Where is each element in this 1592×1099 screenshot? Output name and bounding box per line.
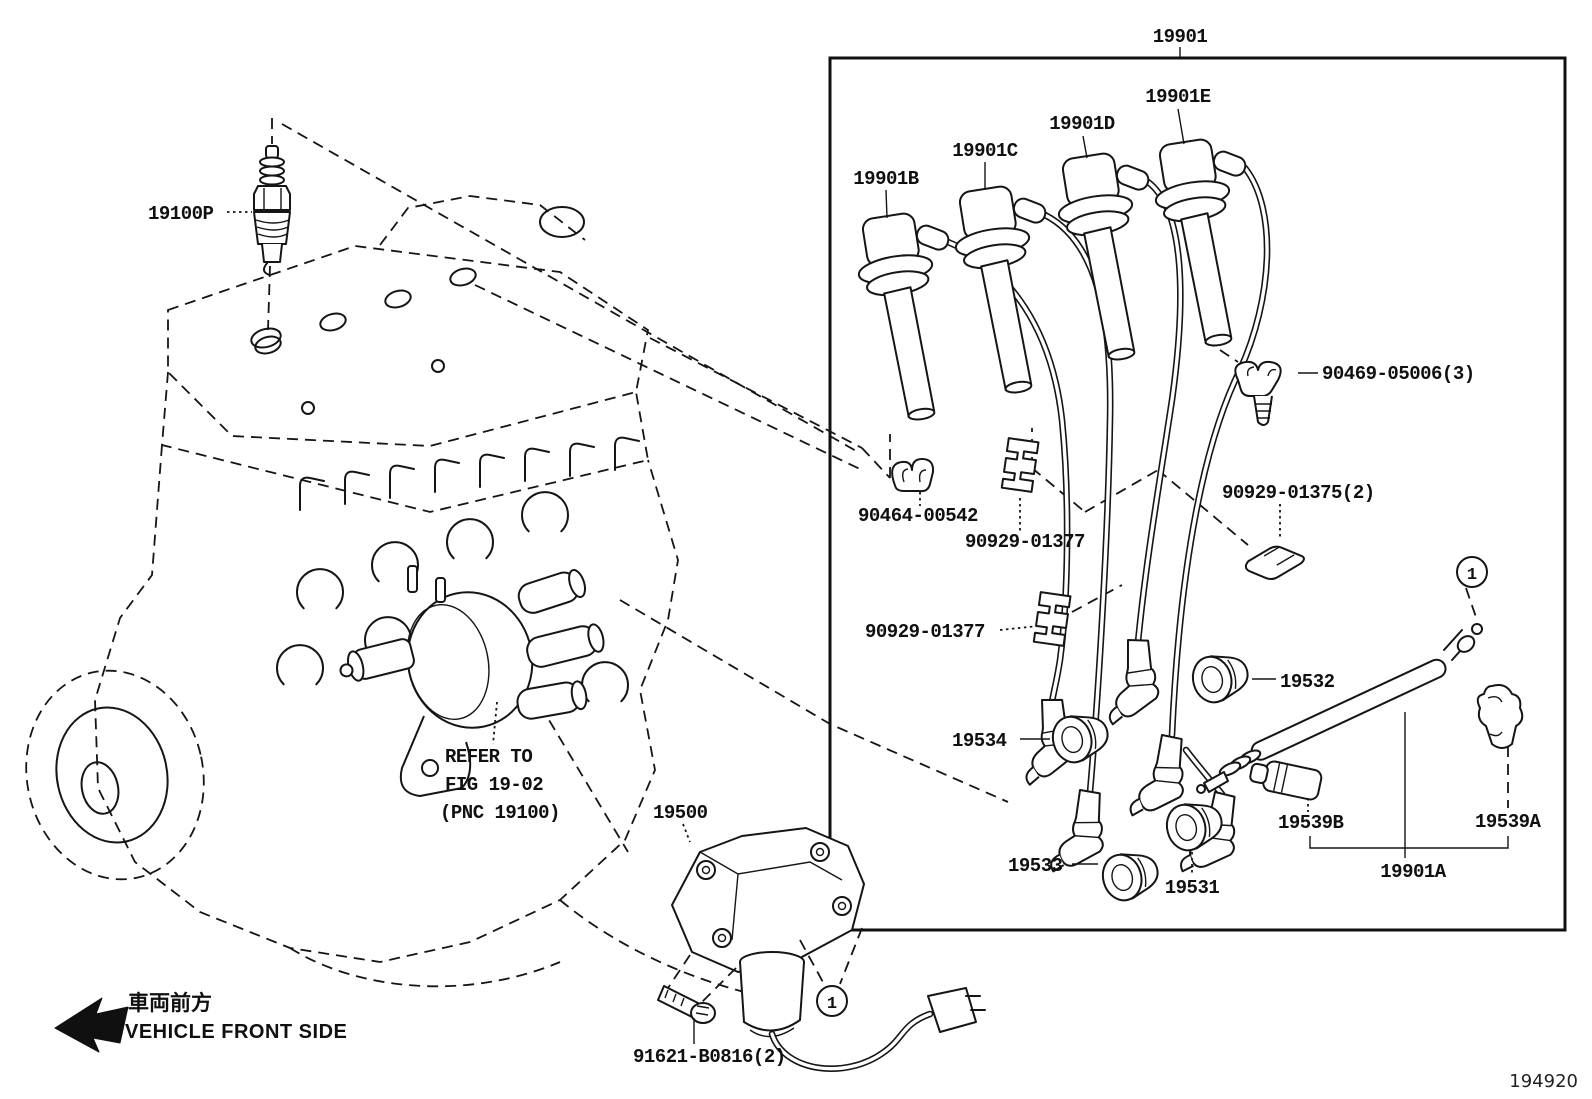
clamp-90929-01375 [1244,545,1305,581]
callout-90464-00542[interactable]: 90464-00542 [858,505,979,527]
bolt-91621 [657,985,716,1024]
marker-number: 1 [827,995,837,1014]
callout-19531[interactable]: 19531 [1165,877,1220,899]
callout-19901D[interactable]: 19901D [1049,113,1115,135]
clamp-19539A [1476,684,1524,749]
callout-19901[interactable]: 19901 [1153,26,1208,48]
plug-boot-19901C [946,178,1077,400]
grommet-19533 [1096,845,1164,906]
clamp-90929-01377-b [1032,591,1072,647]
leader-lines [227,47,1509,1044]
clamp-90929-01377-a [1000,437,1040,493]
front-direction-arrow [54,997,129,1053]
plug-boot-19901B [849,205,980,427]
callout-19901A[interactable]: 19901A [1380,861,1447,883]
callout-19534[interactable]: 19534 [952,730,1007,752]
distributor [339,565,605,797]
wire-set-boundary-box [828,56,1567,932]
spark-plug [250,118,291,349]
callout-19901E[interactable]: 19901E [1145,86,1211,108]
clamp-90464-00542 [891,458,935,493]
refer-note-line3: (PNC 19100) [440,802,560,824]
callout-19533[interactable]: 19533 [1008,855,1063,877]
callout-19539B[interactable]: 19539B [1278,812,1344,834]
engine-outline [25,195,781,1001]
sensor-19539B [1249,760,1323,801]
callout-19901B[interactable]: 19901B [853,168,919,190]
callout-19100P[interactable]: 19100P [148,203,214,225]
callout-90469-05006[interactable]: 90469-05006(3) [1322,363,1475,385]
refer-note-line2: FIG 19-02 [445,774,543,796]
drawing-number: 194920 [1509,1071,1578,1092]
clamp-90469-05006 [1234,360,1282,426]
refer-note-line1: REFER TO [445,746,532,768]
marker-number: 1 [1467,566,1477,585]
callout-19500[interactable]: 19500 [653,802,708,824]
elbow-boot [1103,637,1162,726]
circled-marker-1-top: 1 [1456,556,1488,621]
vehicle-front-label-jp: 車両前方 [128,991,212,1015]
callout-90929-01377-b[interactable]: 90929-01377 [865,621,986,643]
callout-90929-01375[interactable]: 90929-01375(2) [1222,482,1375,504]
coil-cable [1196,623,1483,794]
vehicle-front-indicator: 車両前方 VEHICLE FRONT SIDE [54,991,347,1053]
plug-wires [944,164,1271,798]
callout-91621-B0816[interactable]: 91621-B0816(2) [633,1046,786,1068]
grommet-19532 [1186,647,1254,708]
plug-boot-19901D [1049,145,1180,367]
circled-marker-1-coil: 1 [816,985,848,1017]
vehicle-front-label-en: VEHICLE FRONT SIDE [125,1021,347,1043]
ignition-coil [657,827,986,1072]
callout-19901C[interactable]: 19901C [952,140,1018,162]
refer-note: REFER TO FIG 19-02 (PNC 19100) [440,746,560,824]
callout-19539A[interactable]: 19539A [1475,811,1542,833]
callout-90929-01377-a[interactable]: 90929-01377 [965,531,1086,553]
callout-19532[interactable]: 19532 [1280,671,1335,693]
